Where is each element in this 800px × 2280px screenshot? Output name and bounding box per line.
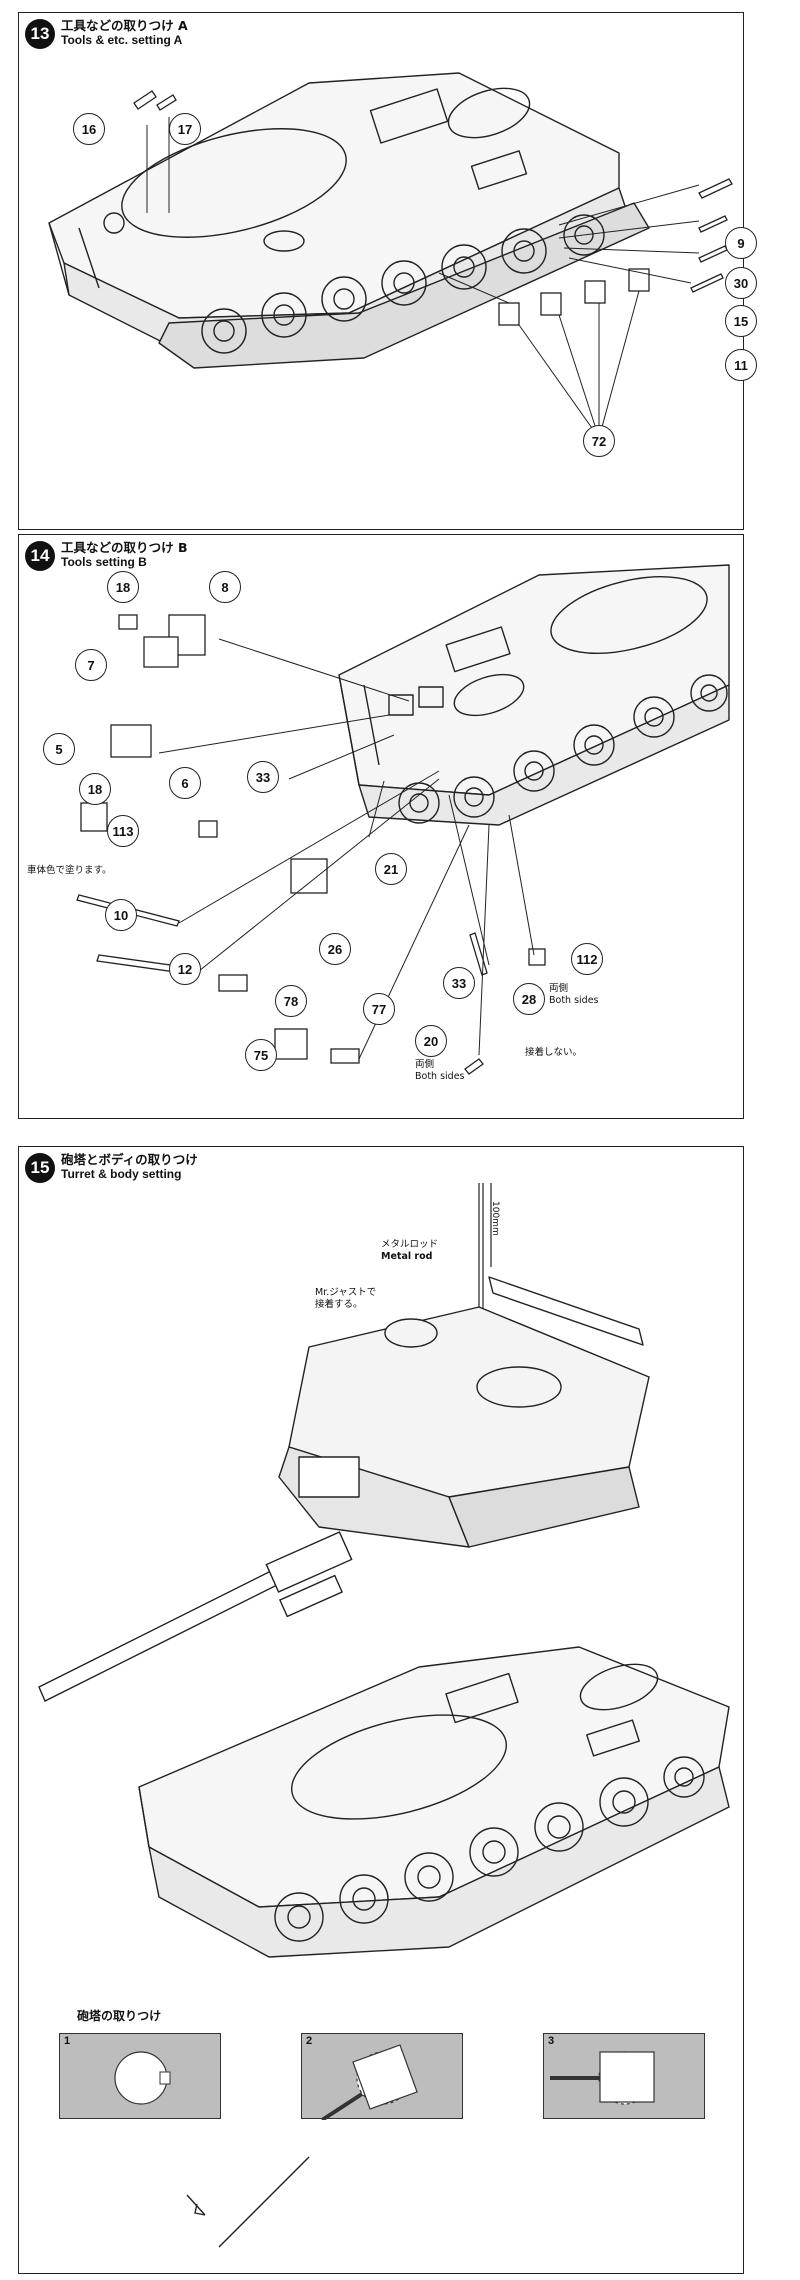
step-13-hull-drawing xyxy=(48,72,733,439)
mounting-step-1-number: 1 xyxy=(64,2035,71,2047)
part-callout-75: 75 xyxy=(245,1039,277,1071)
part-callout-26: 26 xyxy=(319,933,351,965)
step-15-assembly-drawing xyxy=(38,1183,730,2248)
part-callout-18b: 18 xyxy=(79,773,111,805)
part-callout-28: 28 xyxy=(513,983,545,1015)
mounting-step-2-diagram xyxy=(320,2044,418,2122)
step-14-number: 14 xyxy=(25,541,55,571)
turret-mounting-title: 砲塔の取りつけ xyxy=(77,2009,162,2023)
note-28-both-sides-en: Both sides xyxy=(549,995,599,1006)
part-callout-15: 15 xyxy=(725,305,757,337)
part-callout-9: 9 xyxy=(725,227,757,259)
part-callout-6: 6 xyxy=(169,767,201,799)
note-28-both-sides-jp: 両側 xyxy=(549,983,569,994)
part-callout-21: 21 xyxy=(375,853,407,885)
note-20-both-sides-en: Both sides xyxy=(415,1071,465,1082)
part-callout-11: 11 xyxy=(725,349,757,381)
step-13-header: 13 工具などの取りつけ A Tools & etc. setting A xyxy=(25,19,188,49)
part-callout-18a: 18 xyxy=(107,571,139,603)
part-callout-5: 5 xyxy=(43,733,75,765)
step-15-header: 15 砲塔とボディの取りつけ Turret & body setting xyxy=(25,1153,198,1183)
step-13-panel: 13 工具などの取りつけ A Tools & etc. setting A xyxy=(18,12,757,530)
part-callout-33b: 33 xyxy=(443,967,475,999)
step-14-title-jp: 工具などの取りつけ B xyxy=(61,540,188,555)
mounting-step-1-diagram xyxy=(114,2051,171,2105)
part-callout-8: 8 xyxy=(209,571,241,603)
step-14-title-en: Tools setting B xyxy=(61,555,147,569)
part-callout-113: 113 xyxy=(107,815,139,847)
part-callout-10: 10 xyxy=(105,899,137,931)
part-callout-16: 16 xyxy=(73,113,105,145)
step-15-title-en: Turret & body setting xyxy=(61,1167,182,1181)
mounting-step-3-number: 3 xyxy=(548,2035,555,2047)
part-callout-20: 20 xyxy=(415,1025,447,1057)
note-metal-rod-en: Metal rod xyxy=(381,1251,433,1262)
part-callout-72: 72 xyxy=(583,425,615,457)
part-callout-77: 77 xyxy=(363,993,395,1025)
part-callout-7: 7 xyxy=(75,649,107,681)
step-15-number: 15 xyxy=(25,1153,55,1183)
note-no-glue: 接着しない。 xyxy=(525,1047,583,1058)
mounting-step-3-diagram xyxy=(550,2051,655,2105)
step-15-title-jp: 砲塔とボディの取りつけ xyxy=(61,1152,198,1167)
step-14-hull-drawing xyxy=(76,564,730,1075)
step-15-panel: 15 砲塔とボディの取りつけ Turret & body setting xyxy=(18,1146,744,2274)
note-rod-size: 100mm xyxy=(490,1201,500,1236)
step-14-header: 14 工具などの取りつけ B Tools setting B xyxy=(25,541,188,571)
mounting-step-2-number: 2 xyxy=(306,2035,313,2047)
note-glue-line1: Mr.ジャストで xyxy=(315,1287,377,1298)
part-callout-78: 78 xyxy=(275,985,307,1017)
part-callout-112: 112 xyxy=(571,943,603,975)
note-glue-line2: 接着する。 xyxy=(315,1299,363,1310)
step-13-title-jp: 工具などの取りつけ A xyxy=(61,18,188,33)
mounting-step-3: 3 xyxy=(543,2033,705,2119)
part-callout-30: 30 xyxy=(725,267,757,299)
note-metal-rod-jp: メタルロッド xyxy=(381,1239,439,1250)
step-13-number: 13 xyxy=(25,19,55,49)
part-callout-17: 17 xyxy=(169,113,201,145)
note-20-both-sides-jp: 両側 xyxy=(415,1059,435,1070)
part-callout-12: 12 xyxy=(169,953,201,985)
mounting-step-1: 1 xyxy=(59,2033,221,2119)
step-14-panel: 14 工具などの取りつけ B Tools setting B xyxy=(18,534,744,1119)
step-13-title-en: Tools & etc. setting A xyxy=(61,33,183,47)
mounting-step-2: 2 xyxy=(301,2033,463,2122)
part-callout-33a: 33 xyxy=(247,761,279,793)
note-body-color: 車体色で塗ります。 xyxy=(27,865,112,876)
